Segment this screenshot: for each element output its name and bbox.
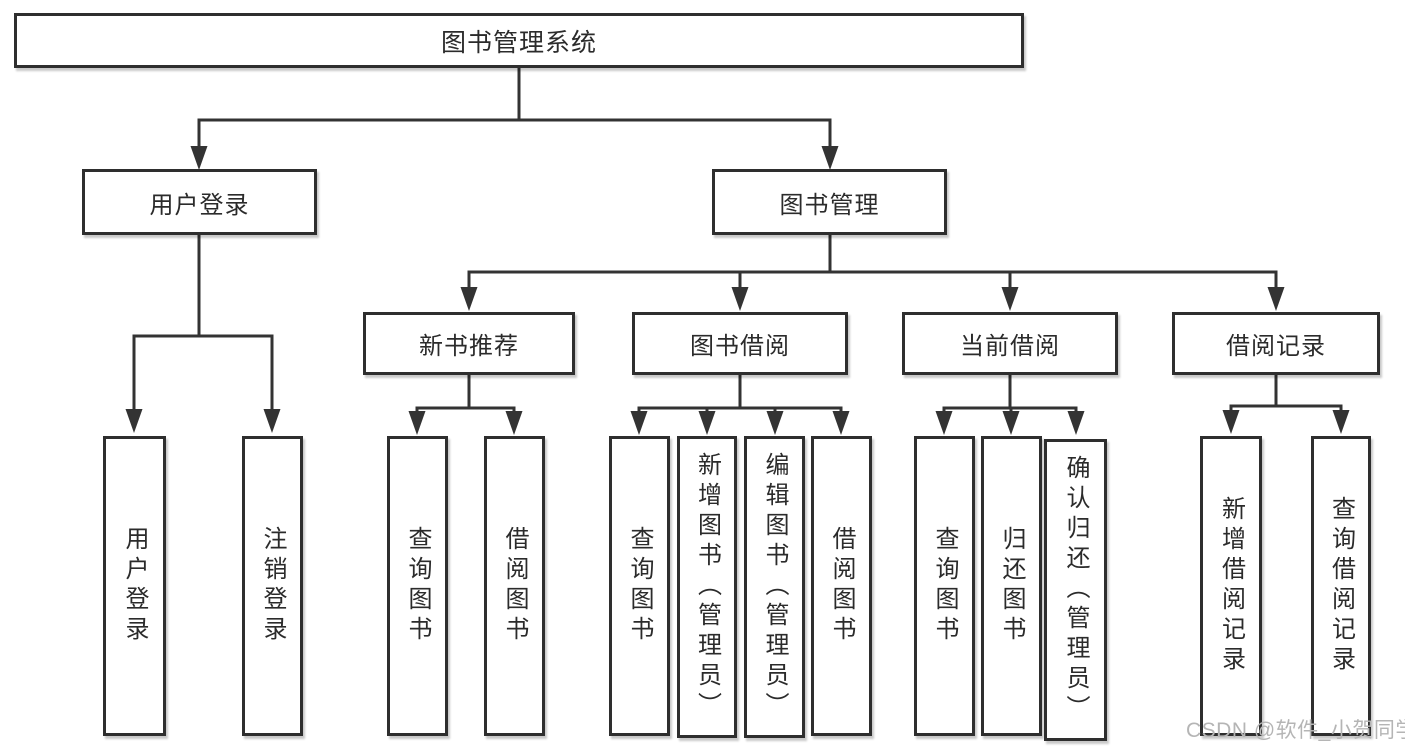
node-borrow-records: 借阅记录 [1172,312,1380,375]
leaf-records-add-record: 新增借阅记录 [1200,436,1262,736]
leaf-borrow-query-book: 查询图书 [609,436,670,736]
node-new-book-recommend: 新书推荐 [363,312,575,375]
arrowheads [125,146,1350,435]
node-book-management: 图书管理 [712,169,947,235]
leaf-borrow-borrow-book: 借阅图书 [811,436,872,736]
node-book-borrow: 图书借阅 [632,312,848,375]
node-user-login: 用户登录 [82,169,317,235]
csdn-watermark: CSDN @软件_小贺同学 [1186,719,1405,742]
leaf-current-return-book: 归还图书 [981,436,1042,736]
leaf-current-confirm-return-admin: 确认归还（管理员） [1044,439,1107,741]
leaf-newbook-borrow-book: 借阅图书 [484,436,545,736]
leaf-records-query-record: 查询借阅记录 [1311,436,1371,736]
leaf-user-login: 用户登录 [103,436,166,736]
leaf-borrow-add-book-admin: 新增图书（管理员） [677,436,737,738]
leaf-borrow-edit-book-admin: 编辑图书（管理员） [744,436,805,738]
node-library-management-system: 图书管理系统 [14,13,1024,68]
leaf-current-query-book: 查询图书 [914,436,975,736]
leaf-logout: 注销登录 [242,436,303,736]
leaf-newbook-query-book: 查询图书 [387,436,448,736]
node-current-borrow: 当前借阅 [902,312,1118,375]
